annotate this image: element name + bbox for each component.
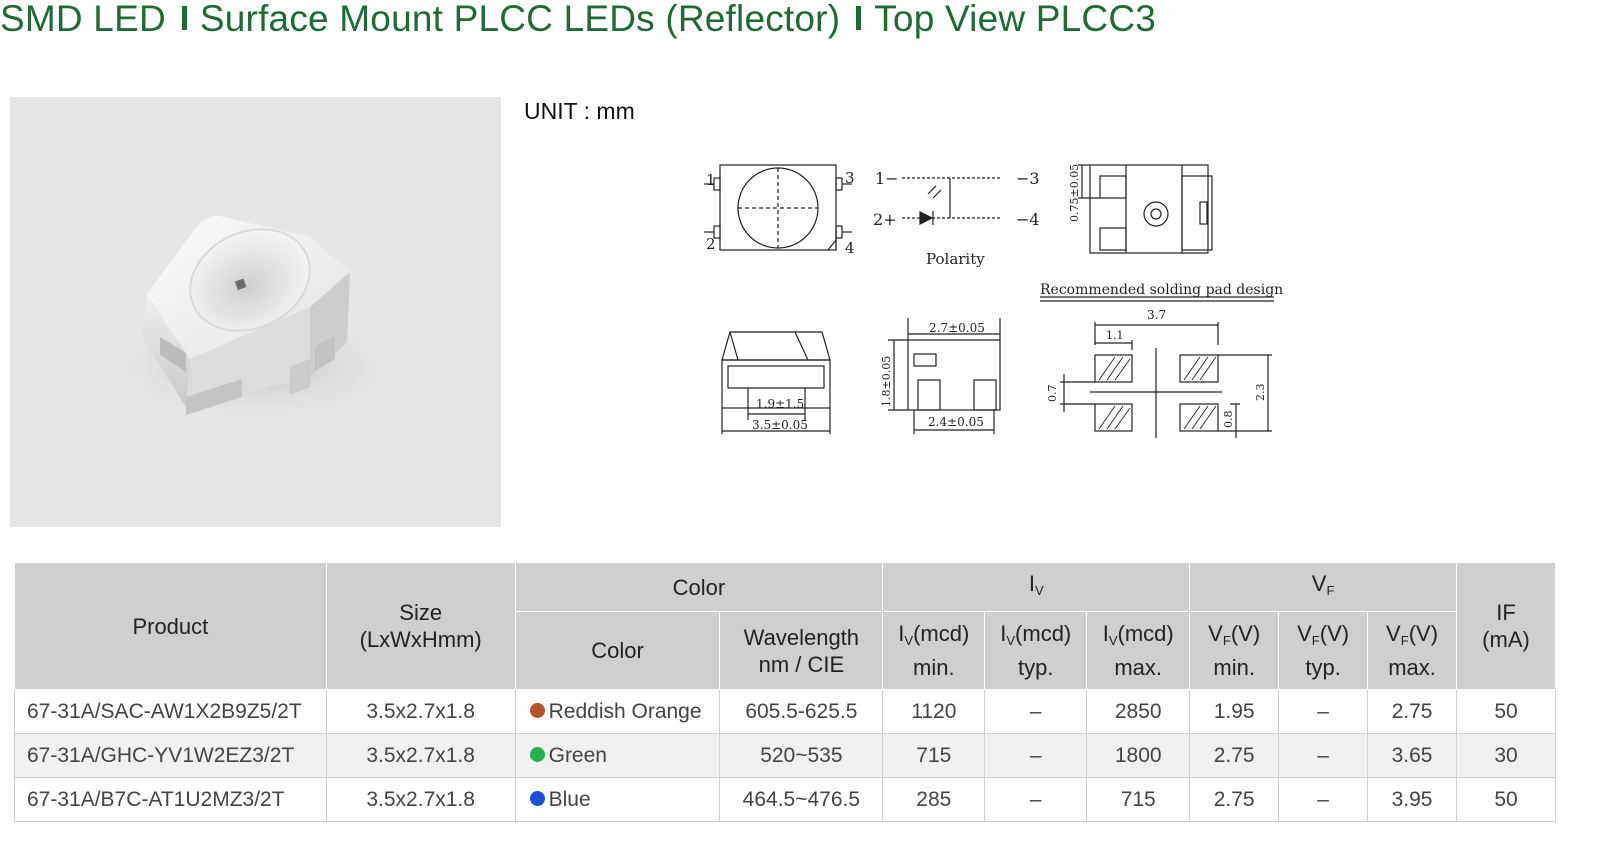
dim-3-5: 3.5±0.05 (752, 418, 808, 432)
header-size: Size(LxWxHmm) (325, 562, 516, 690)
if-cell: 30 (1456, 733, 1556, 778)
vf-max-cell: 3.65 (1367, 733, 1457, 778)
dim-1-1: 1.1 (1106, 329, 1124, 342)
iv-typ-cell: – (984, 689, 1088, 734)
color-dot-icon (529, 702, 545, 718)
header-vf-typ: VF(V)typ. (1278, 611, 1369, 690)
size-cell: 3.5x2.7x1.8 (325, 733, 516, 778)
polarity-label: Polarity (926, 250, 985, 268)
title-separator (181, 6, 187, 30)
if-cell: 50 (1456, 777, 1556, 822)
iv-max-cell: 2850 (1086, 689, 1191, 734)
wavelength-cell: 520~535 (719, 733, 884, 778)
dim-1-8: 1.8±0.05 (880, 356, 893, 407)
color-cell: Blue (514, 777, 721, 822)
iv-max-cell: 1800 (1086, 733, 1191, 778)
header-iv-min: IV(mcd)min. (882, 611, 986, 690)
dim-3-7: 3.7 (1147, 308, 1166, 322)
vf-max-cell: 2.75 (1367, 689, 1457, 734)
pin-4-label: 4 (845, 239, 855, 257)
header-iv-max: IV(mcd)max. (1086, 611, 1191, 690)
title-family: Surface Mount PLCC LEDs (Reflector) (199, 0, 841, 39)
table-row: 67-31A/B7C-AT1U2MZ3/2T 3.5x2.7x1.8 Blue … (14, 777, 1556, 822)
dim-2-7: 2.7±0.05 (929, 321, 985, 335)
unit-label: UNIT : mm (524, 98, 635, 124)
pin-2-label: 2 (706, 235, 716, 253)
size-cell: 3.5x2.7x1.8 (325, 777, 516, 822)
color-cell: Reddish Orange (514, 689, 721, 734)
top-view-body (719, 164, 837, 251)
wavelength-cell: 464.5~476.5 (719, 777, 884, 822)
iv-min-cell: 1120 (882, 689, 986, 734)
header-color: Color (514, 611, 721, 690)
dim-2-4: 2.4±0.05 (928, 415, 984, 429)
title-separator (856, 6, 862, 30)
dim-1-9: 1.9±1.5 (756, 397, 804, 411)
iv-max-cell: 715 (1086, 777, 1191, 822)
vf-max-cell: 3.95 (1367, 777, 1457, 822)
wavelength-cell: 605.5-625.5 (719, 689, 884, 734)
circuit-pin-2: 2+ (873, 210, 897, 229)
dim-2-3: 2.3 (1254, 384, 1267, 402)
dimension-drawing: 1 2 3 4 1− 2+ −3 −4 Polarity 0.75±0.05 R… (704, 164, 1283, 438)
table-row: 67-31A/GHC-YV1W2EZ3/2T 3.5x2.7x1.8 Green… (14, 733, 1556, 778)
circuit-pin-3: −3 (1016, 169, 1040, 188)
iv-min-cell: 285 (882, 777, 986, 822)
header-iv-group: IV (882, 562, 1191, 612)
spec-table: Product Size(LxWxHmm) Color IV VF IF(mA)… (14, 562, 1556, 822)
dim-0-7: 0.7 (1046, 385, 1059, 403)
dim-0-75: 0.75±0.05 (1068, 164, 1081, 222)
header-vf-group: VF (1189, 562, 1457, 612)
header-vf-max: VF(V)max. (1367, 611, 1457, 690)
title-category: SMD LED (0, 0, 166, 39)
header-if: IF(mA) (1456, 562, 1556, 690)
vf-min-cell: 2.75 (1189, 777, 1280, 822)
header-iv-typ: IV(mcd)typ. (984, 611, 1088, 690)
vf-typ-cell: – (1278, 689, 1369, 734)
color-dot-icon (529, 746, 545, 762)
color-cell: Green (514, 733, 721, 778)
header-color-group: Color (514, 562, 884, 612)
vf-typ-cell: – (1278, 733, 1369, 778)
vf-min-cell: 2.75 (1189, 733, 1280, 778)
product-cell: 67-31A/GHC-YV1W2EZ3/2T (14, 733, 327, 778)
pin-1-label: 1 (706, 171, 716, 189)
if-cell: 50 (1456, 689, 1556, 734)
product-cell: 67-31A/B7C-AT1U2MZ3/2T (14, 777, 327, 822)
pin-3-label: 3 (845, 169, 855, 187)
size-cell: 3.5x2.7x1.8 (325, 689, 516, 734)
circuit-pin-1: 1− (875, 169, 899, 188)
vf-typ-cell: – (1278, 777, 1369, 822)
header-product: Product (14, 562, 327, 690)
dim-0-8: 0.8 (1222, 411, 1235, 429)
iv-min-cell: 715 (882, 733, 986, 778)
iv-typ-cell: – (984, 777, 1088, 822)
product-photo (10, 97, 501, 527)
product-cell: 67-31A/SAC-AW1X2B9Z5/2T (14, 689, 327, 734)
iv-typ-cell: – (984, 733, 1088, 778)
vf-min-cell: 1.95 (1189, 689, 1280, 734)
header-vf-min: VF(V)min. (1189, 611, 1280, 690)
pad-design-title: Recommended solding pad design (1040, 282, 1283, 298)
circuit-pin-4: −4 (1016, 210, 1040, 229)
table-row: 67-31A/SAC-AW1X2B9Z5/2T 3.5x2.7x1.8 Redd… (14, 689, 1556, 734)
title-subtype: Top View PLCC3 (874, 0, 1157, 39)
page-title: SMD LED Surface Mount PLCC LEDs (Reflecto… (0, 0, 1156, 40)
led-photo-image (105, 215, 405, 422)
color-dot-icon (529, 790, 545, 806)
